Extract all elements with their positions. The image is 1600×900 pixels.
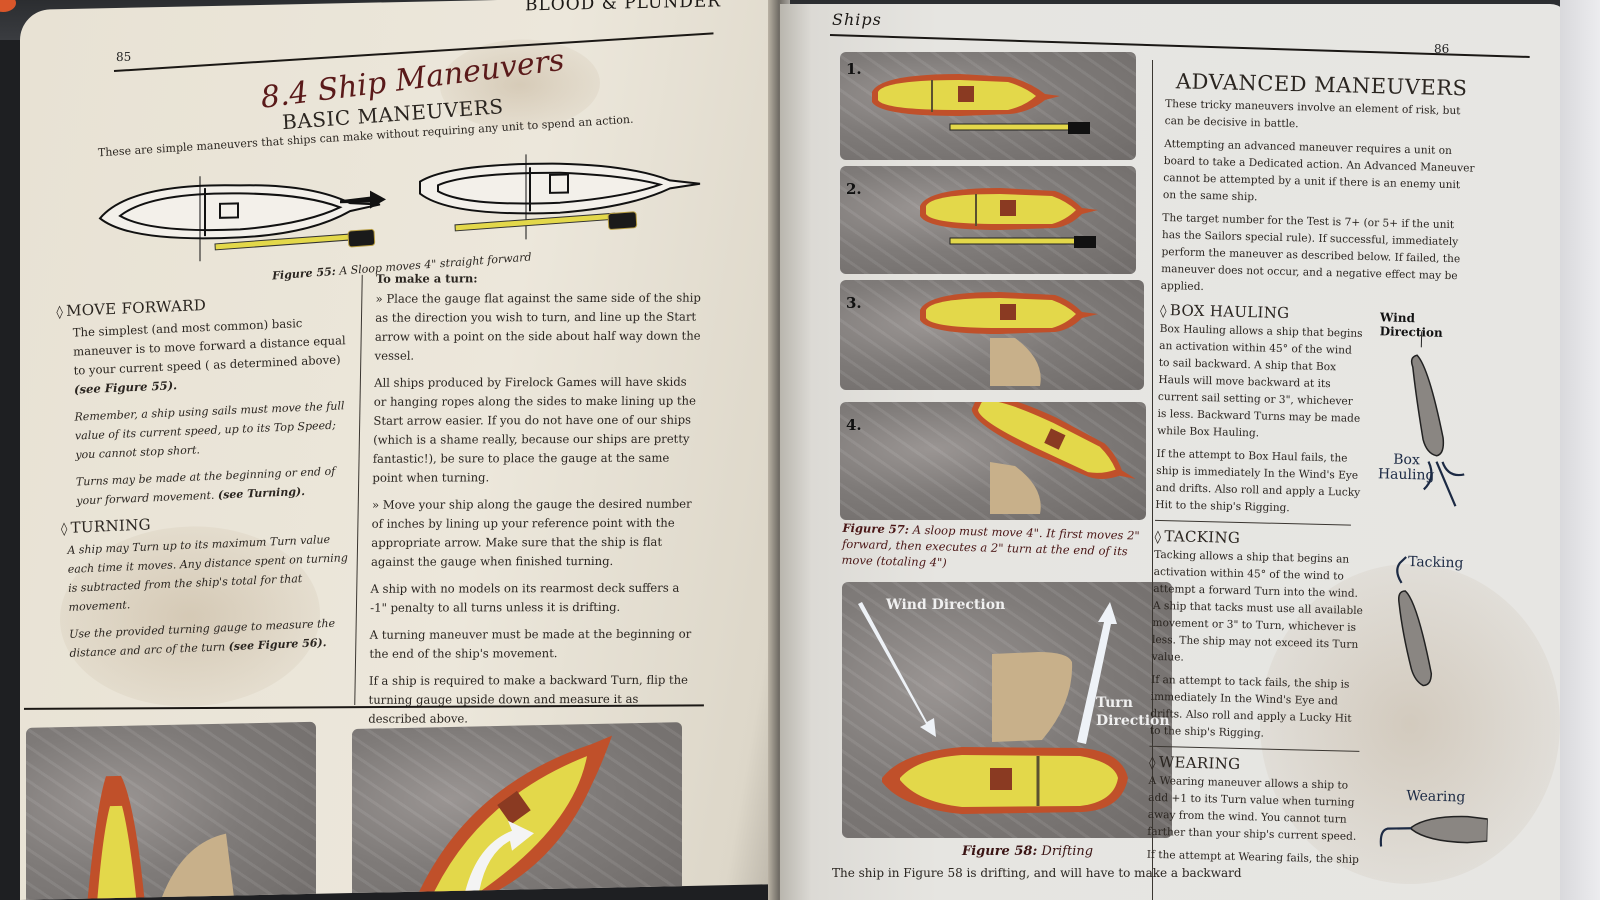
wearing-label: Wearing	[1406, 788, 1466, 806]
figure-57-step-3: 3.	[840, 280, 1144, 390]
turn-arrow-icon	[1077, 602, 1117, 744]
diamond-icon: ◊	[56, 305, 64, 321]
turn-arrow-icon	[462, 820, 534, 900]
orange-object	[0, 0, 16, 12]
page-number-right: 86	[1434, 42, 1450, 56]
tacking-body: Tacking allows a ship that begins an act…	[1149, 548, 1363, 740]
figure-58-photo: Wind Direction Turn Direction	[842, 582, 1172, 838]
advanced-title: ADVANCED MANEUVERS	[1175, 69, 1468, 101]
wear-arrow-icon	[1379, 827, 1412, 847]
tack-arrow-icon	[1396, 556, 1407, 584]
section-rule	[1154, 519, 1351, 526]
left-page: BLOOD & PLUNDER 85 8.4 Ship Maneuvers BA…	[20, 0, 780, 900]
figure-58-caption: Figure 58: Drifting	[962, 844, 1094, 859]
turning-body: A ship may Turn up to its maximum Turn v…	[67, 532, 348, 660]
advanced-column: ADVANCED MANEUVERS These tricky maneuver…	[1146, 69, 1489, 877]
turning-gauge-icon	[990, 462, 1041, 514]
diamond-icon: ◊	[1154, 529, 1162, 546]
move-forward-body: The simplest (and most common) basic man…	[72, 316, 346, 508]
make-turn-label: To make a turn:	[375, 271, 478, 286]
box-hauling-body: Box Hauling allows a ship that begins an…	[1155, 322, 1363, 515]
box-hauling-ship-diagram	[1410, 331, 1465, 507]
figure-57-caption: Figure 57: A sloop must move 4". It firs…	[841, 520, 1140, 570]
wind-arrow-icon	[858, 602, 936, 737]
figure-55-ship-illustration	[98, 154, 701, 262]
make-turn-body: » Place the gauge flat against the same …	[368, 290, 701, 726]
wind-direction-label: Wind Direction	[886, 597, 1006, 613]
right-page: Ships 86 1. 2. 3. 4.	[780, 4, 1570, 900]
section-rule	[1149, 745, 1360, 752]
turn-direction-label: Turn Direction	[1096, 695, 1170, 729]
measuring-tape-icon	[214, 211, 638, 251]
turning-gauge-icon	[156, 833, 236, 900]
left-column: ◊MOVE FORWARD The simplest (and most com…	[56, 290, 354, 671]
column-divider	[1152, 60, 1153, 900]
figure-57-step-1: 1.	[840, 52, 1136, 160]
figure-57-step-4: 4.	[840, 396, 1146, 520]
wearing-section: ◊WEARING A Wearing maneuver allows a shi…	[1146, 753, 1489, 872]
turning-gauge-icon	[990, 338, 1041, 386]
turning-gauge-icon	[992, 652, 1073, 742]
drifting-body-partial: The ship in Figure 58 is drifting, and w…	[832, 866, 1242, 880]
diamond-icon: ◊	[1159, 303, 1168, 320]
running-head-right: Ships	[832, 10, 882, 29]
figure-57-step-2: 2.	[840, 166, 1136, 274]
backward-arrows-icon	[1423, 461, 1465, 507]
diamond-icon: ◊	[60, 521, 68, 538]
desk-edge	[1560, 0, 1600, 900]
figure-56a-photo	[26, 721, 316, 900]
figure-56b-photo	[352, 722, 682, 900]
tacking-section: ◊TACKING Tacking allows a ship that begi…	[1150, 527, 1467, 748]
wearing-ship-diagram	[1379, 815, 1489, 847]
page-number-left: 85	[116, 49, 132, 64]
running-head-left: BLOOD & PLUNDER	[525, 0, 722, 16]
right-column: To make a turn: » Place the gauge flat a…	[368, 271, 704, 737]
column-divider	[354, 274, 363, 705]
advanced-body: These tricky maneuvers involve an elemen…	[1160, 97, 1475, 293]
forward-arrow-icon	[340, 190, 386, 209]
tacking-ship-diagram	[1396, 556, 1433, 687]
wearing-body: A Wearing maneuver allows a ship to add …	[1146, 774, 1359, 866]
box-hauling-section: ◊BOX HAULING Box Hauling allows a ship t…	[1155, 301, 1472, 522]
